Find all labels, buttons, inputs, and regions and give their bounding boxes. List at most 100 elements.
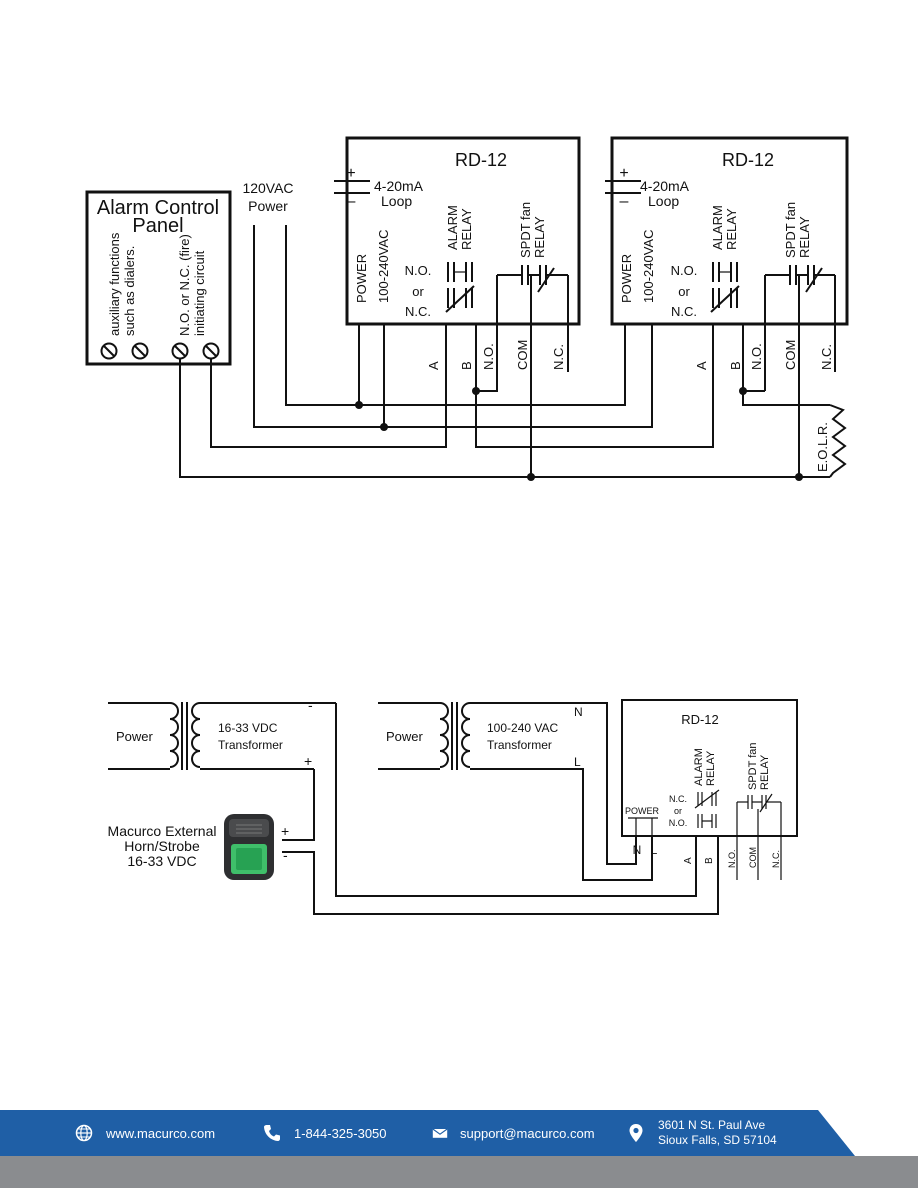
alarm-relay-contacts [694, 789, 720, 828]
power-label-line2: Power [248, 198, 288, 214]
loop-minus: – [620, 193, 629, 210]
power-label: POWER [354, 254, 369, 303]
terminal-nc: N.C. [819, 344, 834, 370]
horn-plus: + [281, 823, 289, 839]
footer-website[interactable]: www.macurco.com [74, 1110, 215, 1156]
contact-nc: N.C. [669, 794, 687, 804]
transformer2-line2: Transformer [487, 738, 552, 752]
power-n: N [633, 843, 642, 857]
website-text[interactable]: www.macurco.com [106, 1125, 216, 1141]
alarm-panel-wiring-diagram: Alarm Control Panel auxiliary functions … [85, 136, 849, 481]
eolr-resistor [829, 404, 847, 478]
footer-email[interactable]: support@macurco.com [432, 1110, 595, 1156]
terminal-b: B [459, 361, 474, 370]
fan-relay-contacts [496, 265, 569, 372]
loop-label-line1: 4-20mA [374, 178, 424, 194]
wiring [282, 703, 719, 915]
rd12-unit-2: RD-12 + – 4-20mA Loop POWER 100-240VAC A… [605, 136, 849, 372]
horn-strobe-device: Macurco External Horn/Strobe 16-33 VDC +… [108, 814, 289, 880]
alarm-relay-contacts [710, 262, 740, 313]
alarm-control-panel: Alarm Control Panel auxiliary functions … [85, 190, 232, 366]
alarm-relay-line1: ALARM [445, 205, 460, 250]
contact-footer: www.macurco.com 1-844-325-3050 support@m… [0, 1110, 918, 1188]
voltage-label: 100-240VAC [376, 230, 391, 303]
terminal-b: B [728, 361, 743, 370]
phone-text[interactable]: 1-844-325-3050 [294, 1125, 387, 1141]
footer-phone[interactable]: 1-844-325-3050 [262, 1110, 387, 1156]
loop-plus: + [619, 165, 628, 182]
horn-label-line1: Macurco External [108, 823, 217, 839]
fan-relay-line2: RELAY [797, 216, 812, 258]
horn-label-line3: 16-33 VDC [127, 853, 196, 869]
panel-title-line1: Alarm Control [97, 197, 219, 219]
fan-relay-line1: SPDT fan [783, 202, 798, 258]
footer-grey-bar [0, 1156, 918, 1188]
contact-nc: N.C. [671, 304, 697, 319]
terminal-no: N.O. [481, 343, 496, 370]
power-label: POWER [619, 254, 634, 303]
horn-strobe-wiring-diagram: Power 16-33 VDC Transformer - + Power 10… [108, 697, 798, 915]
contact-or: or [412, 284, 424, 299]
contact-no: N.O. [405, 263, 432, 278]
contact-nc: N.C. [405, 304, 431, 319]
fan-relay-line2: RELAY [532, 216, 547, 258]
loop-label-line2: Loop [381, 193, 412, 209]
globe-icon [75, 1124, 93, 1142]
terminal-com: COM [748, 847, 758, 868]
horn-minus: - [283, 847, 288, 863]
email-text[interactable]: support@macurco.com [460, 1125, 595, 1141]
fan-relay-line2: RELAY [759, 754, 771, 790]
rd12-unit-1: RD-12 + – 4-20mA Loop POWER 100-240VAC A… [334, 136, 581, 372]
terminal-a: A [694, 361, 709, 370]
transformer1-line2: Transformer [218, 738, 283, 752]
panel-init-line1: N.O. or N.C. (fire) [177, 234, 192, 336]
terminal-com: COM [515, 340, 530, 370]
loop-label-line1: 4-20mA [640, 178, 690, 194]
terminal-nc: N.C. [771, 850, 781, 868]
map-pin-icon [629, 1124, 643, 1142]
t2-n: N [574, 705, 583, 719]
loop-label-line2: Loop [648, 193, 679, 209]
rd12-title: RD-12 [681, 712, 719, 727]
terminal-nc: N.C. [551, 344, 566, 370]
t2-l: L [574, 755, 581, 769]
t1-plus: + [304, 753, 312, 769]
panel-title-line2: Panel [132, 215, 183, 237]
footer-address: 3601 N St. Paul Ave Sioux Falls, SD 5710… [626, 1110, 777, 1156]
envelope-icon [432, 1128, 448, 1138]
alarm-relay-line2: RELAY [459, 208, 474, 250]
alarm-relay-line1: ALARM [710, 205, 725, 250]
terminal-b: B [704, 857, 715, 864]
transformer-100-240vac: Power 100-240 VAC Transformer N L [378, 702, 653, 881]
voltage-label: 100-240VAC [641, 230, 656, 303]
contact-or: or [678, 284, 690, 299]
rd12-module: RD-12 ALARM RELAY SPDT fan RELAY N.C. or… [621, 699, 798, 880]
terminal-no: N.O. [749, 343, 764, 370]
contact-no: N.O. [669, 818, 688, 828]
footer-band [0, 1110, 855, 1156]
rd12-title: RD-12 [455, 150, 507, 170]
power-label-2: Power [386, 729, 424, 744]
address-line2: Sioux Falls, SD 57104 [658, 1133, 777, 1147]
transformer-16-33vdc: Power 16-33 VDC Transformer - + [108, 697, 336, 770]
address-line1: 3601 N St. Paul Ave [658, 1118, 766, 1132]
alarm-relay-line2: RELAY [705, 750, 717, 786]
terminal-a: A [683, 857, 694, 864]
alarm-relay-line1: ALARM [693, 748, 705, 786]
horn-label-line2: Horn/Strobe [124, 838, 200, 854]
eolr-label: E.O.L.R. [815, 422, 830, 472]
wiring [179, 225, 847, 481]
contact-no: N.O. [671, 263, 698, 278]
rd12-title: RD-12 [722, 150, 774, 170]
panel-aux-line1: auxiliary functions [107, 232, 122, 336]
terminal-no: N.O. [727, 849, 737, 868]
fan-relay-line1: SPDT fan [747, 743, 759, 791]
contact-or: or [674, 806, 682, 816]
fan-relay-contacts [736, 793, 782, 880]
fan-relay-line1: SPDT fan [518, 202, 533, 258]
t1-minus: - [308, 697, 313, 713]
alarm-relay-contacts [445, 262, 475, 313]
terminal-com: COM [783, 340, 798, 370]
loop-minus: – [347, 193, 356, 210]
panel-init-line2: initiating circuit [192, 250, 207, 336]
